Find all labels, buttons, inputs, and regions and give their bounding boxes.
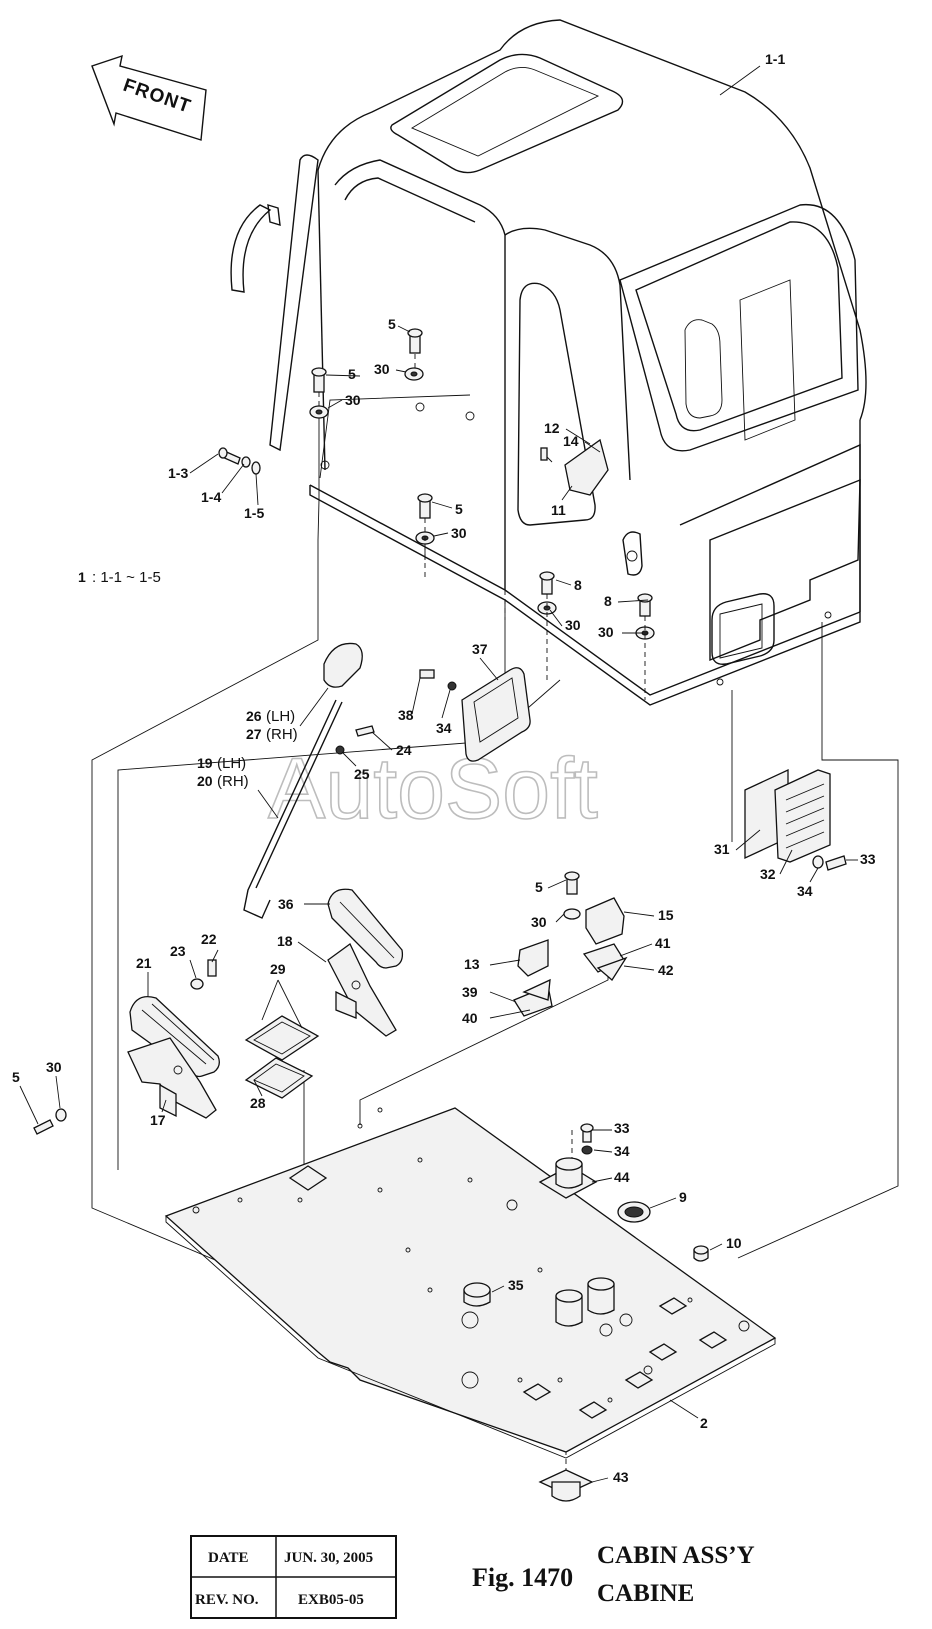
callout-32: 32 xyxy=(760,866,776,882)
callout-1-5: 1-5 xyxy=(244,505,264,521)
callout-41: 41 xyxy=(655,935,671,951)
callout-11: 11 xyxy=(551,502,566,518)
callout-24: 24 xyxy=(396,742,412,758)
callout-30b: 30 xyxy=(345,392,361,408)
cabin-fasteners xyxy=(218,328,655,640)
callout-36: 36 xyxy=(278,896,294,912)
callout-19-side: (LH) xyxy=(217,755,246,772)
callout-33a: 33 xyxy=(860,851,876,867)
callout-44: 44 xyxy=(614,1169,630,1185)
figure-title-en: CABIN ASS’Y xyxy=(597,1542,755,1569)
callout-34c: 34 xyxy=(614,1143,630,1159)
figure-caption: Fig. 1470 CABIN ASS’Y CABINE xyxy=(472,1542,755,1607)
callout-14: 14 xyxy=(563,433,579,449)
cover-plates xyxy=(244,1015,320,1099)
callout-1-1: 1-1 xyxy=(765,51,785,67)
callout-20-side: (RH) xyxy=(217,773,249,790)
date-value: JUN. 30, 2005 xyxy=(284,1550,373,1566)
assembly-note-range: : 1-1 ~ 1-5 xyxy=(92,569,161,586)
callout-31: 31 xyxy=(714,841,730,857)
callout-2: 2 xyxy=(700,1415,708,1431)
callout-30e: 30 xyxy=(598,624,614,640)
callout-5c: 5 xyxy=(455,501,463,517)
callout-30c: 30 xyxy=(451,525,467,541)
callout-1-3: 1-3 xyxy=(168,465,188,481)
rev-value: EXB05-05 xyxy=(298,1592,364,1608)
callout-5e: 5 xyxy=(12,1069,20,1085)
callout-40: 40 xyxy=(462,1010,478,1026)
callout-29: 29 xyxy=(270,961,286,977)
label-leaders xyxy=(19,65,858,1483)
callout-19: 19 xyxy=(197,755,213,771)
callout-8a: 8 xyxy=(574,577,582,593)
callout-labels: 1-1 1-3 1-4 1-5 5 30 5 30 5 30 12 14 11 … xyxy=(12,51,876,1485)
callout-39: 39 xyxy=(462,984,478,1000)
callout-34b: 34 xyxy=(797,883,813,899)
callout-5d: 5 xyxy=(535,879,543,895)
callout-37: 37 xyxy=(472,641,488,657)
callout-5b: 5 xyxy=(348,366,356,382)
callout-12: 12 xyxy=(544,420,560,436)
floor-plate xyxy=(164,1107,777,1459)
pedal-right xyxy=(327,888,404,1037)
callout-15: 15 xyxy=(658,907,674,923)
callout-1-4: 1-4 xyxy=(201,489,221,505)
callout-28: 28 xyxy=(250,1095,266,1111)
callout-5a: 5 xyxy=(388,316,396,332)
callout-20: 20 xyxy=(197,773,213,789)
callout-43: 43 xyxy=(613,1469,629,1485)
callout-42: 42 xyxy=(658,962,674,978)
callout-13: 13 xyxy=(464,956,480,972)
callout-27: 27 xyxy=(246,726,262,742)
brackets xyxy=(513,871,628,1017)
callout-22: 22 xyxy=(201,931,217,947)
callout-26: 26 xyxy=(246,708,262,724)
callout-10: 10 xyxy=(726,1235,742,1251)
pedal-bolt xyxy=(33,1108,67,1135)
pedal-left xyxy=(127,959,220,1119)
callout-23: 23 xyxy=(170,943,186,959)
floor-parts xyxy=(463,1123,709,1502)
part-37 xyxy=(419,667,531,762)
assembly-note-number: 1 xyxy=(78,569,86,585)
callout-30g: 30 xyxy=(46,1059,62,1075)
figure-number: Fig. 1470 xyxy=(472,1563,573,1592)
callout-17: 17 xyxy=(150,1112,166,1128)
callout-8b: 8 xyxy=(604,593,612,609)
callout-25: 25 xyxy=(354,766,370,782)
callout-30f: 30 xyxy=(531,914,547,930)
callout-27-side: (RH) xyxy=(266,726,298,743)
date-label: DATE xyxy=(208,1550,249,1566)
callout-9: 9 xyxy=(679,1189,687,1205)
callout-35: 35 xyxy=(508,1277,524,1293)
callout-26-side: (LH) xyxy=(266,708,295,725)
cabin-shell xyxy=(230,19,867,706)
callout-21: 21 xyxy=(136,955,152,971)
callout-34a: 34 xyxy=(436,720,452,736)
callout-30d: 30 xyxy=(565,617,581,633)
watermark: AutoSoft xyxy=(268,741,598,837)
rear-vent xyxy=(744,768,847,871)
callout-38: 38 xyxy=(398,707,414,723)
floor-holes xyxy=(192,1107,750,1403)
title-block: DATE JUN. 30, 2005 REV. NO. EXB05-05 xyxy=(190,1535,397,1619)
travel-lever xyxy=(243,642,375,919)
front-direction-arrow: FRONT xyxy=(91,54,207,141)
figure-title-fr: CABINE xyxy=(597,1580,694,1607)
callout-18: 18 xyxy=(277,933,293,949)
callout-30a: 30 xyxy=(374,361,390,377)
front-label: FRONT xyxy=(120,75,193,118)
rev-label: REV. NO. xyxy=(195,1592,259,1608)
callout-33b: 33 xyxy=(614,1120,630,1136)
